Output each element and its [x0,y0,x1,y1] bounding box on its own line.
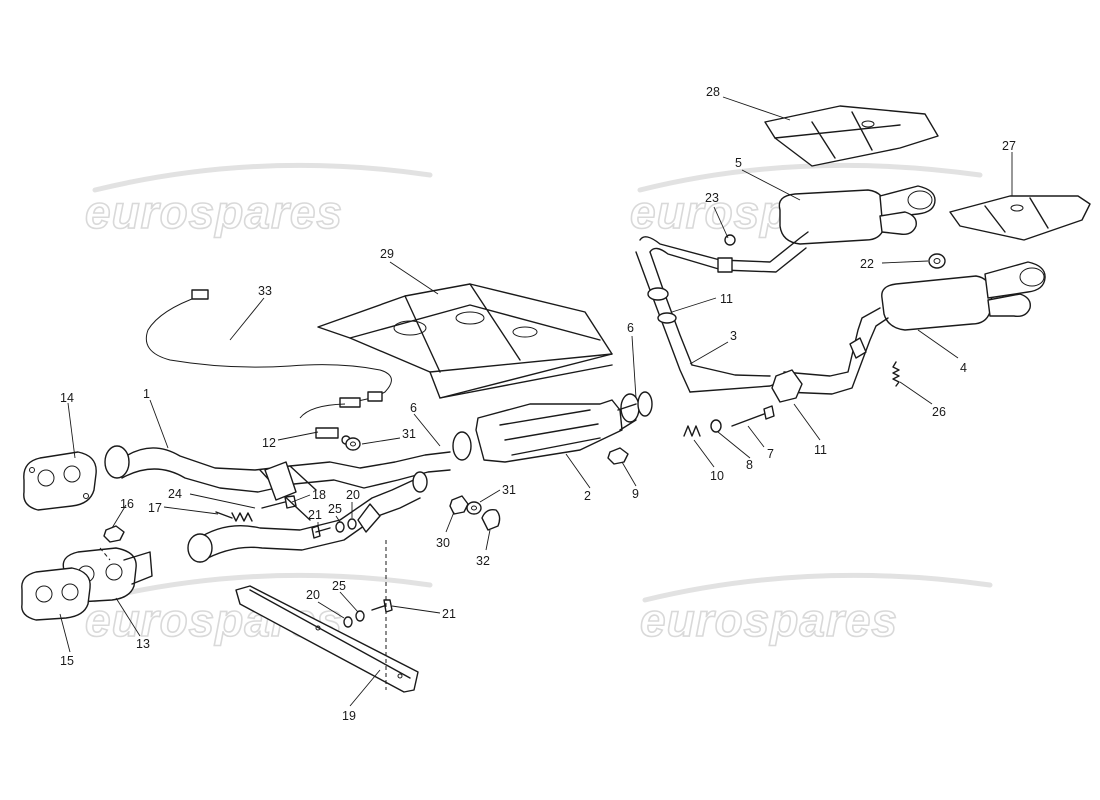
callout-10: 10 [710,469,724,483]
callout-1: 1 [143,387,150,401]
callout-27: 27 [1002,139,1016,153]
callout-20-lower: 20 [306,588,320,602]
callout-6-right: 6 [627,321,634,335]
part-4-rear-silencer [881,261,1046,331]
callout-25-upper: 25 [328,502,342,516]
callout-25-lower: 25 [332,579,346,593]
callout-32: 32 [476,554,490,568]
part-29-heat-shield [317,283,613,399]
callout-31-lower: 31 [502,483,516,497]
callout-14: 14 [60,391,74,405]
callout-20-upper: 20 [346,488,360,502]
callout-2: 2 [584,489,591,503]
watermark-group: eurospares eurospares eurospares eurospa… [84,162,993,647]
part-12-lambda-sensor [299,403,351,445]
callout-31-upper: 31 [402,427,416,441]
callout-26: 26 [932,405,946,419]
part-15-gasket [21,567,91,621]
callout-15: 15 [60,654,74,668]
callout-29: 29 [380,247,394,261]
callout-24: 24 [168,487,182,501]
callout-30: 30 [436,536,450,550]
callout-19: 19 [342,709,356,723]
callout-17: 17 [148,501,162,515]
callout-9: 9 [632,487,639,501]
callout-labels: 28 5 27 23 22 29 33 11 3 6 4 1 14 6 12 3… [60,85,1016,723]
callout-7: 7 [767,447,774,461]
callout-8: 8 [746,458,753,472]
hardware-group [99,253,946,690]
callout-11-lower: 11 [814,443,827,457]
callout-22: 22 [860,257,874,271]
part-1-front-pipes [104,445,451,563]
callout-12: 12 [262,436,276,450]
callout-21-upper: 21 [308,508,322,522]
watermark-bottom-right: eurospares [640,594,898,646]
part-19-bracket [235,585,419,693]
callout-21-lower: 21 [442,607,456,621]
callout-33: 33 [258,284,272,298]
callout-11-upper: 11 [720,292,733,306]
callout-6-left: 6 [410,401,417,415]
part-3-y-pipe [635,231,889,403]
part-28-silencer-shield [764,105,939,167]
part-27-silencer-shield [949,195,1091,241]
callout-5: 5 [735,156,742,170]
callout-28: 28 [706,85,720,99]
part-5-rear-silencer [778,185,936,245]
leader-lines [59,96,1013,707]
part-33-sensor-cable [145,289,392,408]
callout-3: 3 [730,329,737,343]
watermark-top-left: eurospares [85,186,343,238]
callout-23: 23 [705,191,719,205]
callout-4: 4 [960,361,967,375]
part-14-gasket [23,451,97,511]
part-2-catalytic-converter [452,391,653,463]
callout-18: 18 [312,488,326,502]
callout-16: 16 [120,497,134,511]
callout-13: 13 [136,637,150,651]
